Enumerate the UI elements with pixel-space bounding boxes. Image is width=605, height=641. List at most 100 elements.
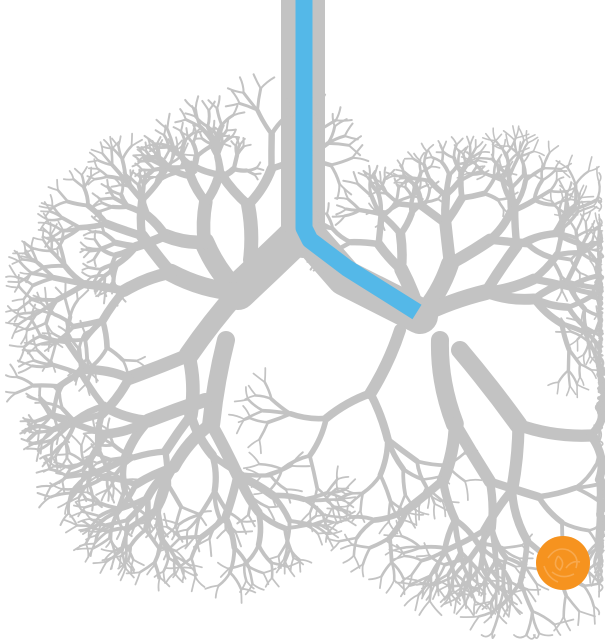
bronchiole bbox=[369, 166, 370, 178]
bronchiole bbox=[89, 248, 101, 249]
bronchiole bbox=[116, 243, 136, 247]
bronchiole bbox=[403, 469, 405, 494]
bronchiole bbox=[208, 111, 210, 127]
bronchiole bbox=[461, 616, 479, 617]
bronchiole bbox=[8, 282, 19, 283]
bronchiole bbox=[578, 611, 579, 625]
bronchiole bbox=[248, 205, 251, 260]
bronchiole bbox=[448, 585, 465, 586]
bronchiole bbox=[40, 386, 41, 400]
bronchiole bbox=[166, 568, 178, 569]
bronchiole bbox=[180, 537, 202, 538]
bronchiole bbox=[32, 299, 57, 300]
bronchiole bbox=[101, 198, 114, 199]
bronchiole bbox=[77, 526, 95, 527]
bronchiole bbox=[241, 521, 255, 522]
bronchiole bbox=[599, 563, 603, 565]
bronchiole bbox=[241, 589, 242, 603]
bronchiole bbox=[126, 544, 127, 563]
bronchiole bbox=[434, 504, 435, 519]
bronchiole bbox=[480, 152, 489, 153]
bronchiole bbox=[599, 378, 600, 392]
bronchiole bbox=[515, 207, 517, 246]
bronchiole bbox=[92, 232, 104, 233]
bronchiole bbox=[23, 350, 38, 351]
bronchiole bbox=[235, 531, 252, 532]
bronchiole bbox=[458, 153, 459, 165]
bronchiole bbox=[599, 283, 601, 284]
bronchiole bbox=[44, 266, 65, 267]
bronchiole bbox=[57, 180, 58, 190]
bronchiole bbox=[130, 170, 131, 178]
bronchiole bbox=[512, 425, 518, 490]
bronchiole bbox=[578, 196, 579, 213]
bronchiole bbox=[599, 427, 600, 440]
bronchiole bbox=[568, 370, 569, 385]
bronchiole bbox=[288, 99, 289, 115]
bronchiole bbox=[79, 349, 82, 375]
bronchiole bbox=[346, 493, 363, 494]
bronchiole bbox=[363, 564, 364, 576]
bronchiole bbox=[481, 530, 484, 566]
bronchiole bbox=[19, 313, 37, 314]
bronchiole bbox=[231, 137, 239, 138]
bronchiole bbox=[90, 268, 102, 270]
bronchiole bbox=[265, 368, 266, 382]
bronchiole bbox=[337, 488, 348, 489]
bronchiole bbox=[123, 360, 136, 361]
bronchiole bbox=[503, 209, 504, 217]
bronchiole bbox=[65, 284, 66, 298]
bronchiole bbox=[351, 242, 379, 244]
bronchiole bbox=[464, 585, 465, 604]
bronchiole bbox=[417, 555, 429, 556]
bronchiole bbox=[37, 486, 51, 487]
bronchiole bbox=[42, 237, 51, 238]
bronchiole bbox=[493, 143, 494, 159]
bronchiole bbox=[92, 520, 103, 521]
bronchiole bbox=[401, 234, 403, 270]
bronchiole bbox=[599, 295, 601, 296]
bronchiole bbox=[333, 216, 345, 217]
bronchiole bbox=[557, 253, 580, 255]
bronchiole bbox=[227, 130, 236, 131]
bronchiole bbox=[468, 173, 484, 174]
bronchiole bbox=[77, 549, 92, 550]
bronchiole bbox=[258, 512, 260, 545]
bronchiole bbox=[416, 510, 417, 525]
bronchiole bbox=[300, 560, 301, 572]
bronchiole bbox=[581, 197, 594, 198]
bronchiole bbox=[453, 573, 454, 590]
bronchiole bbox=[26, 328, 27, 342]
bronchiole bbox=[64, 179, 74, 180]
bronchiole bbox=[599, 480, 600, 516]
bronchiole bbox=[144, 177, 157, 178]
bronchiole bbox=[551, 191, 552, 201]
bronchiole bbox=[57, 249, 58, 258]
bronchiole bbox=[421, 547, 449, 549]
bronchiole bbox=[141, 200, 142, 236]
bronchiole bbox=[92, 499, 93, 511]
bronchiole bbox=[544, 168, 561, 169]
bronchiole bbox=[597, 515, 599, 543]
bronchiole bbox=[6, 276, 17, 277]
bronchiole bbox=[144, 158, 157, 159]
bronchiole bbox=[212, 455, 215, 491]
bronchiole bbox=[132, 134, 133, 146]
bronchiole bbox=[136, 508, 137, 523]
bronchiole bbox=[183, 154, 194, 155]
bronchiole bbox=[400, 547, 420, 549]
bronchiole bbox=[34, 385, 60, 386]
bronchiole bbox=[496, 588, 497, 610]
bronchiole bbox=[586, 222, 587, 236]
bronchiole bbox=[584, 355, 585, 364]
bronchiole bbox=[324, 266, 325, 277]
bronchiole bbox=[85, 339, 87, 358]
bronchiole bbox=[65, 442, 67, 458]
bronchiole bbox=[579, 364, 580, 377]
bronchiole bbox=[380, 172, 381, 182]
bronchiole bbox=[476, 158, 493, 159]
bronchiole bbox=[234, 169, 247, 171]
bronchiole bbox=[461, 173, 462, 198]
bronchiole bbox=[379, 217, 382, 245]
